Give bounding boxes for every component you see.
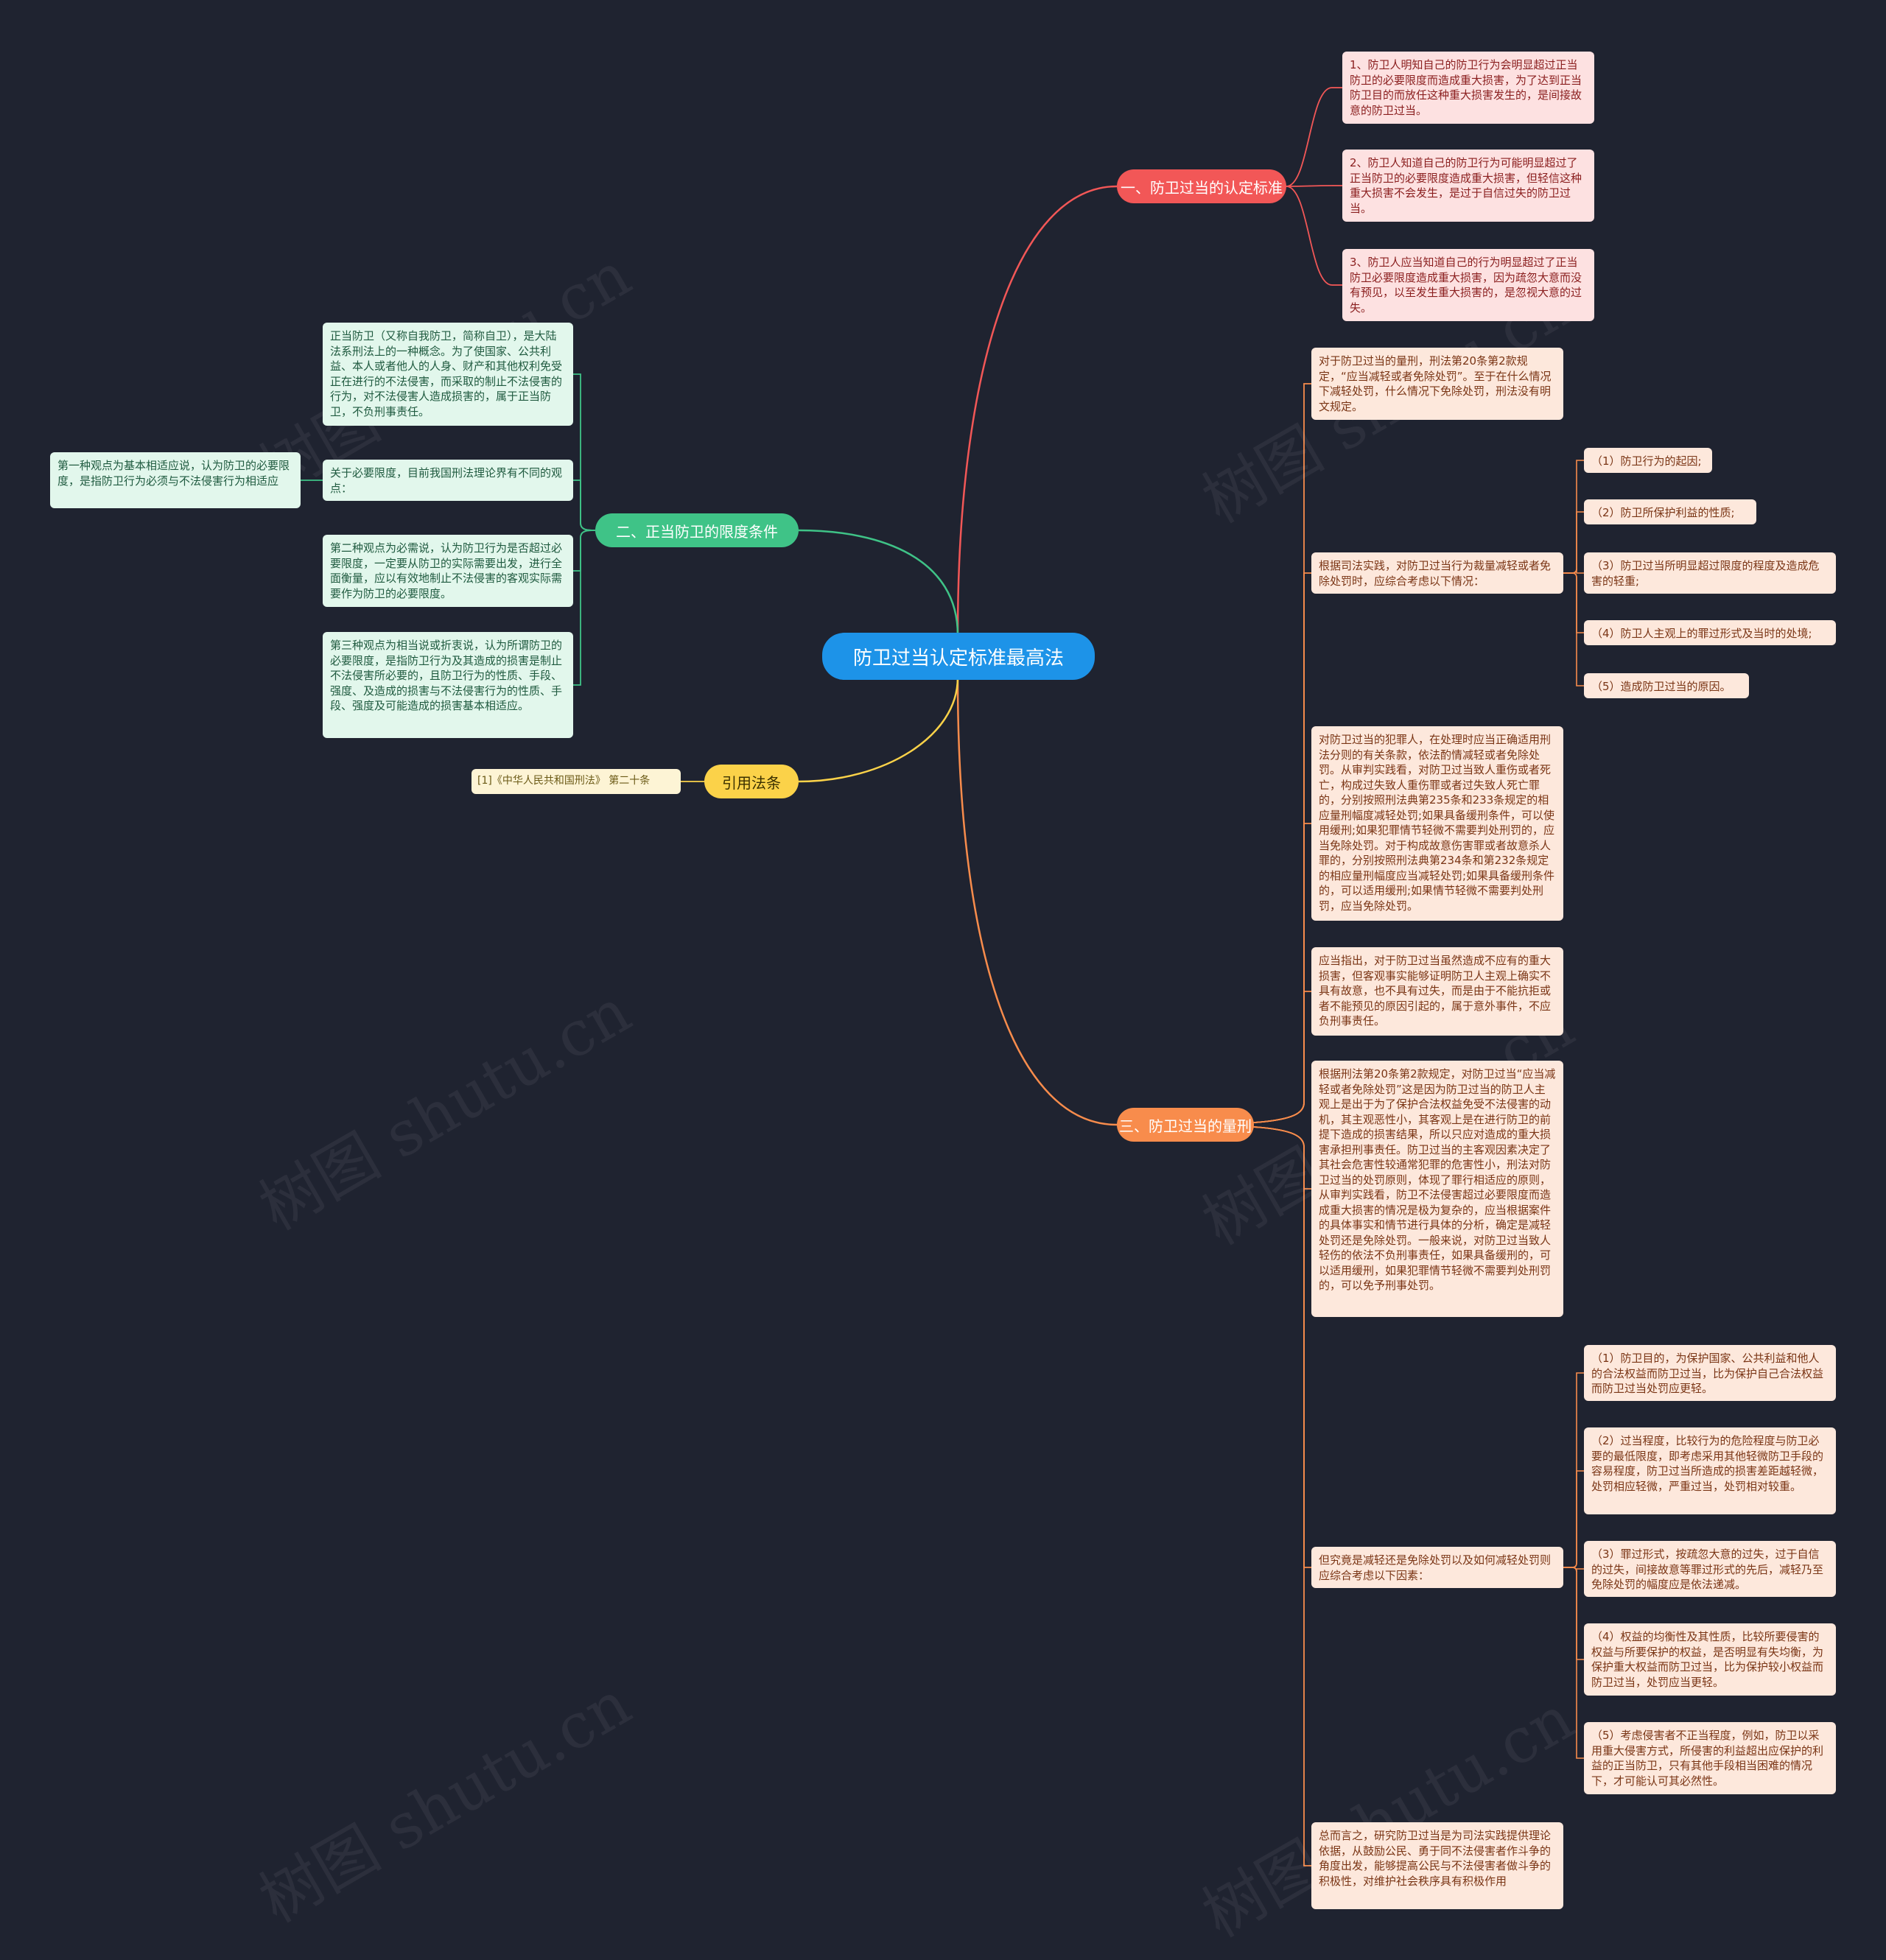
- connector: [573, 530, 596, 572]
- practice-factor-4[interactable]: （4）防卫人主观上的罪过形式及当时的处境;: [1584, 620, 1836, 645]
- connector: [573, 530, 596, 686]
- connector: [573, 373, 596, 531]
- connector: [1563, 568, 1584, 574]
- connector: [1116, 572, 1311, 1125]
- practice-factor-3[interactable]: （3）防卫过当所明显超过限度的程度及造成危害的轻重;: [1584, 552, 1836, 594]
- mitigation-factor-3[interactable]: （3）罪过形式，按疏忽大意的过失，过于自信的过失，间接故意等罪过形式的先后，减轻…: [1584, 1541, 1836, 1597]
- sentencing-item-factors[interactable]: 但究竟是减轻还是免除处罚以及如何减轻处罚则应综合考虑以下因素：: [1311, 1547, 1563, 1588]
- limit-item-viewpoint-1[interactable]: 第一种观点为基本相适应说，认为防卫的必要限度，是指防卫行为必须与不法侵害行为相适…: [50, 452, 301, 508]
- practice-factor-2[interactable]: （2）防卫所保护利益的性质;: [1584, 499, 1756, 524]
- connector: [1116, 1124, 1311, 1568]
- connector: [1286, 186, 1333, 286]
- connector: [798, 529, 959, 636]
- connector: [1563, 1372, 1584, 1568]
- connector: [1563, 572, 1584, 686]
- sentencing-item-article20[interactable]: 根据刑法第20条第2款规定，对防卫过当“应当减轻或者免除处罚”这是因为防卫过当的…: [1311, 1061, 1563, 1317]
- recognition-item-1[interactable]: 1、防卫人明知自己的防卫行为会明显超过正当防卫的必要限度而造成重大损害，为了达到…: [1342, 52, 1594, 124]
- connector: [956, 185, 1118, 636]
- practice-factor-5[interactable]: （5）造成防卫过当的原因。: [1584, 673, 1749, 698]
- mitigation-factor-1[interactable]: （1）防卫目的，为保护国家、公共利益和他人的合法权益而防卫过当，比为保护自己合法…: [1584, 1345, 1836, 1401]
- recognition-item-2[interactable]: 2、防卫人知道自己的防卫行为可能明显超过了正当防卫的必要限度造成重大损害，但轻信…: [1342, 150, 1594, 222]
- branch-limit-conditions[interactable]: 二、正当防卫的限度条件: [595, 513, 799, 547]
- connector: [956, 677, 1118, 1126]
- limit-item-definition[interactable]: 正当防卫（又称自我防卫，简称自卫），是大陆法系刑法上的一种概念。为了使国家、公共…: [323, 323, 573, 426]
- limit-item-viewpoint-3[interactable]: 第三种观点为相当说或折衷说，认为所谓防卫的必要限度，是指防卫行为及其造成的损害是…: [323, 632, 573, 738]
- connector: [1286, 87, 1333, 187]
- limit-item-viewpoints[interactable]: 关于必要限度，目前我国刑法理论界有不同的观点：: [323, 460, 573, 501]
- branch-cited-law[interactable]: 引用法条: [704, 765, 799, 798]
- branch-sentencing[interactable]: 三、防卫过当的量刑: [1117, 1108, 1254, 1142]
- connector: [1116, 383, 1311, 1125]
- sentencing-item-practice[interactable]: 根据司法实践，对防卫过当行为裁量减轻或者免除处罚时，应综合考虑以下情况：: [1311, 552, 1563, 594]
- connector: [1563, 460, 1584, 574]
- sentencing-item-summary[interactable]: 总而言之，研究防卫过当是为司法实践提供理论依据，从鼓励公民、勇于同不法侵害者作斗…: [1311, 1822, 1563, 1909]
- limit-item-viewpoint-2[interactable]: 第二种观点为必需说，认为防卫行为是否超过必要限度，一定要从防卫的实际需要出发，进…: [323, 535, 573, 607]
- connector: [1563, 1567, 1584, 1660]
- sentencing-item-law[interactable]: 对于防卫过当的量刑，刑法第20条第2款规定，“应当减轻或者免除处罚”。至于在什么…: [1311, 348, 1563, 420]
- sentencing-item-criminal[interactable]: 对防卫过当的犯罪人，在处理时应当正确适用刑法分则的有关条款，依法酌情减轻或者免除…: [1311, 726, 1563, 921]
- recognition-item-3[interactable]: 3、防卫人应当知道自己的行为明显超过了正当防卫必要限度造成重大损害，因为疏忽大意…: [1342, 249, 1594, 321]
- cited-law-item[interactable]: [1]《中华人民共和国刑法》 第二十条: [472, 769, 681, 794]
- mitigation-factor-2[interactable]: （2）过当程度，比较行为的危险程度与防卫必要的最低限度，即考虑采用其他轻微防卫手…: [1584, 1427, 1836, 1514]
- mitigation-factor-4[interactable]: （4）权益的均衡性及其性质，比较所要侵害的权益与所要保护的权益，是否明显有失均衡…: [1584, 1623, 1836, 1696]
- connector: [1116, 991, 1311, 1125]
- connector: [1563, 511, 1584, 574]
- connector: [573, 480, 596, 531]
- root-topic[interactable]: 防卫过当认定标准最高法: [822, 633, 1095, 680]
- connector: [1116, 1124, 1311, 1866]
- connector: [1563, 572, 1584, 633]
- connector: [1563, 1470, 1584, 1568]
- practice-factor-1[interactable]: （1）防卫行为的起因;: [1584, 448, 1712, 473]
- mitigation-factor-5[interactable]: （5）考虑侵害者不正当程度，例如，防卫以采用重大侵害方式，所侵害的利益超出应保护…: [1584, 1722, 1836, 1794]
- connector: [1116, 823, 1311, 1125]
- connector: [1563, 1567, 1584, 1759]
- connector: [798, 677, 959, 783]
- branch-recognition-standard[interactable]: 一、防卫过当的认定标准: [1117, 169, 1286, 203]
- sentencing-item-accident[interactable]: 应当指出，对于防卫过当虽然造成不应有的重大损害，但客观事实能够证明防卫人主观上确…: [1311, 947, 1563, 1036]
